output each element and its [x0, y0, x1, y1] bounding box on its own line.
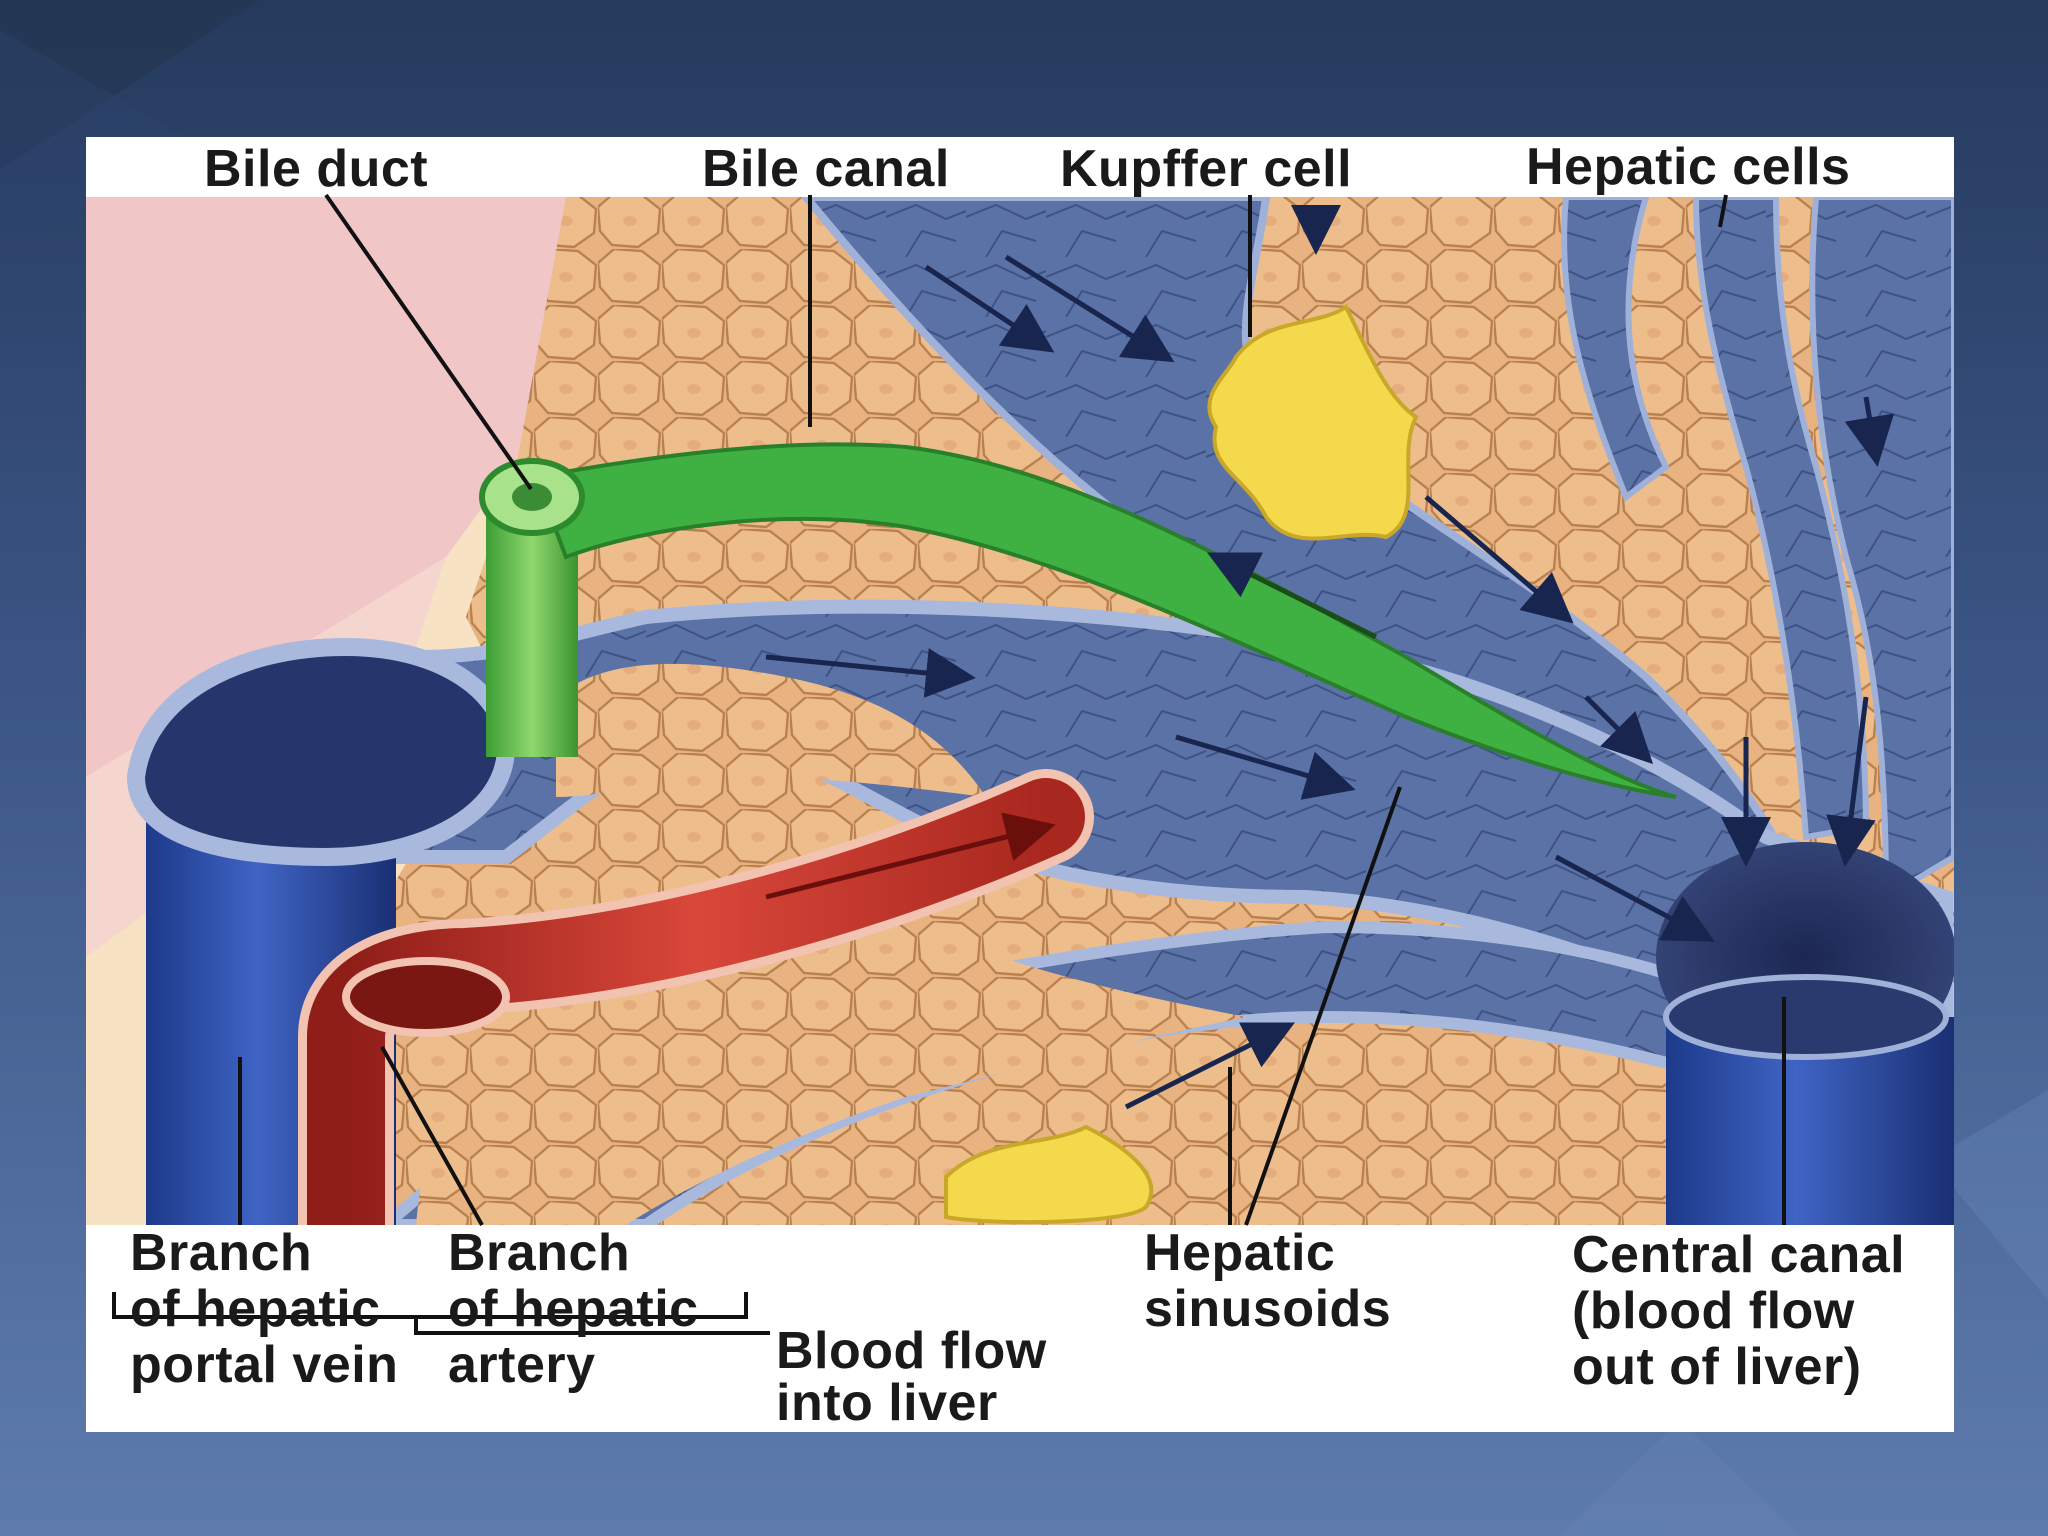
label-artery-line2: of hepatic: [448, 1280, 699, 1338]
label-central-line2: (blood flow: [1572, 1282, 1855, 1340]
label-portal-vein-line1: Branch: [130, 1224, 313, 1282]
liver-lobule-diagram: Bile duct Bile canal Kupffer cell Hepati…: [86, 137, 1954, 1432]
leader-lines: [112, 193, 1786, 1335]
label-central-line1: Central canal: [1572, 1226, 1906, 1284]
flow-arrows: [765, 205, 1895, 1110]
label-blood-flow-line2: into liver: [776, 1374, 998, 1432]
label-sinusoids-line2: sinusoids: [1144, 1280, 1392, 1338]
label-central-line3: out of liver): [1572, 1338, 1862, 1396]
label-kupffer-cell: Kupffer cell: [1060, 140, 1353, 198]
label-portal-vein-line2: of hepatic: [130, 1280, 381, 1338]
label-artery-line3: artery: [448, 1336, 596, 1394]
label-bile-duct: Bile duct: [204, 140, 429, 198]
label-blood-flow-line1: Blood flow: [776, 1322, 1047, 1380]
label-bile-canal: Bile canal: [702, 140, 950, 198]
label-sinusoids-line1: Hepatic: [1144, 1224, 1336, 1282]
diagram-illustration: [86, 193, 1954, 1335]
label-hepatic-cells: Hepatic cells: [1526, 138, 1851, 196]
label-portal-vein-line3: portal vein: [130, 1336, 399, 1394]
kupffer-cell: [1207, 304, 1419, 541]
label-artery-line1: Branch: [448, 1224, 631, 1282]
bile-canal: [533, 442, 1677, 799]
